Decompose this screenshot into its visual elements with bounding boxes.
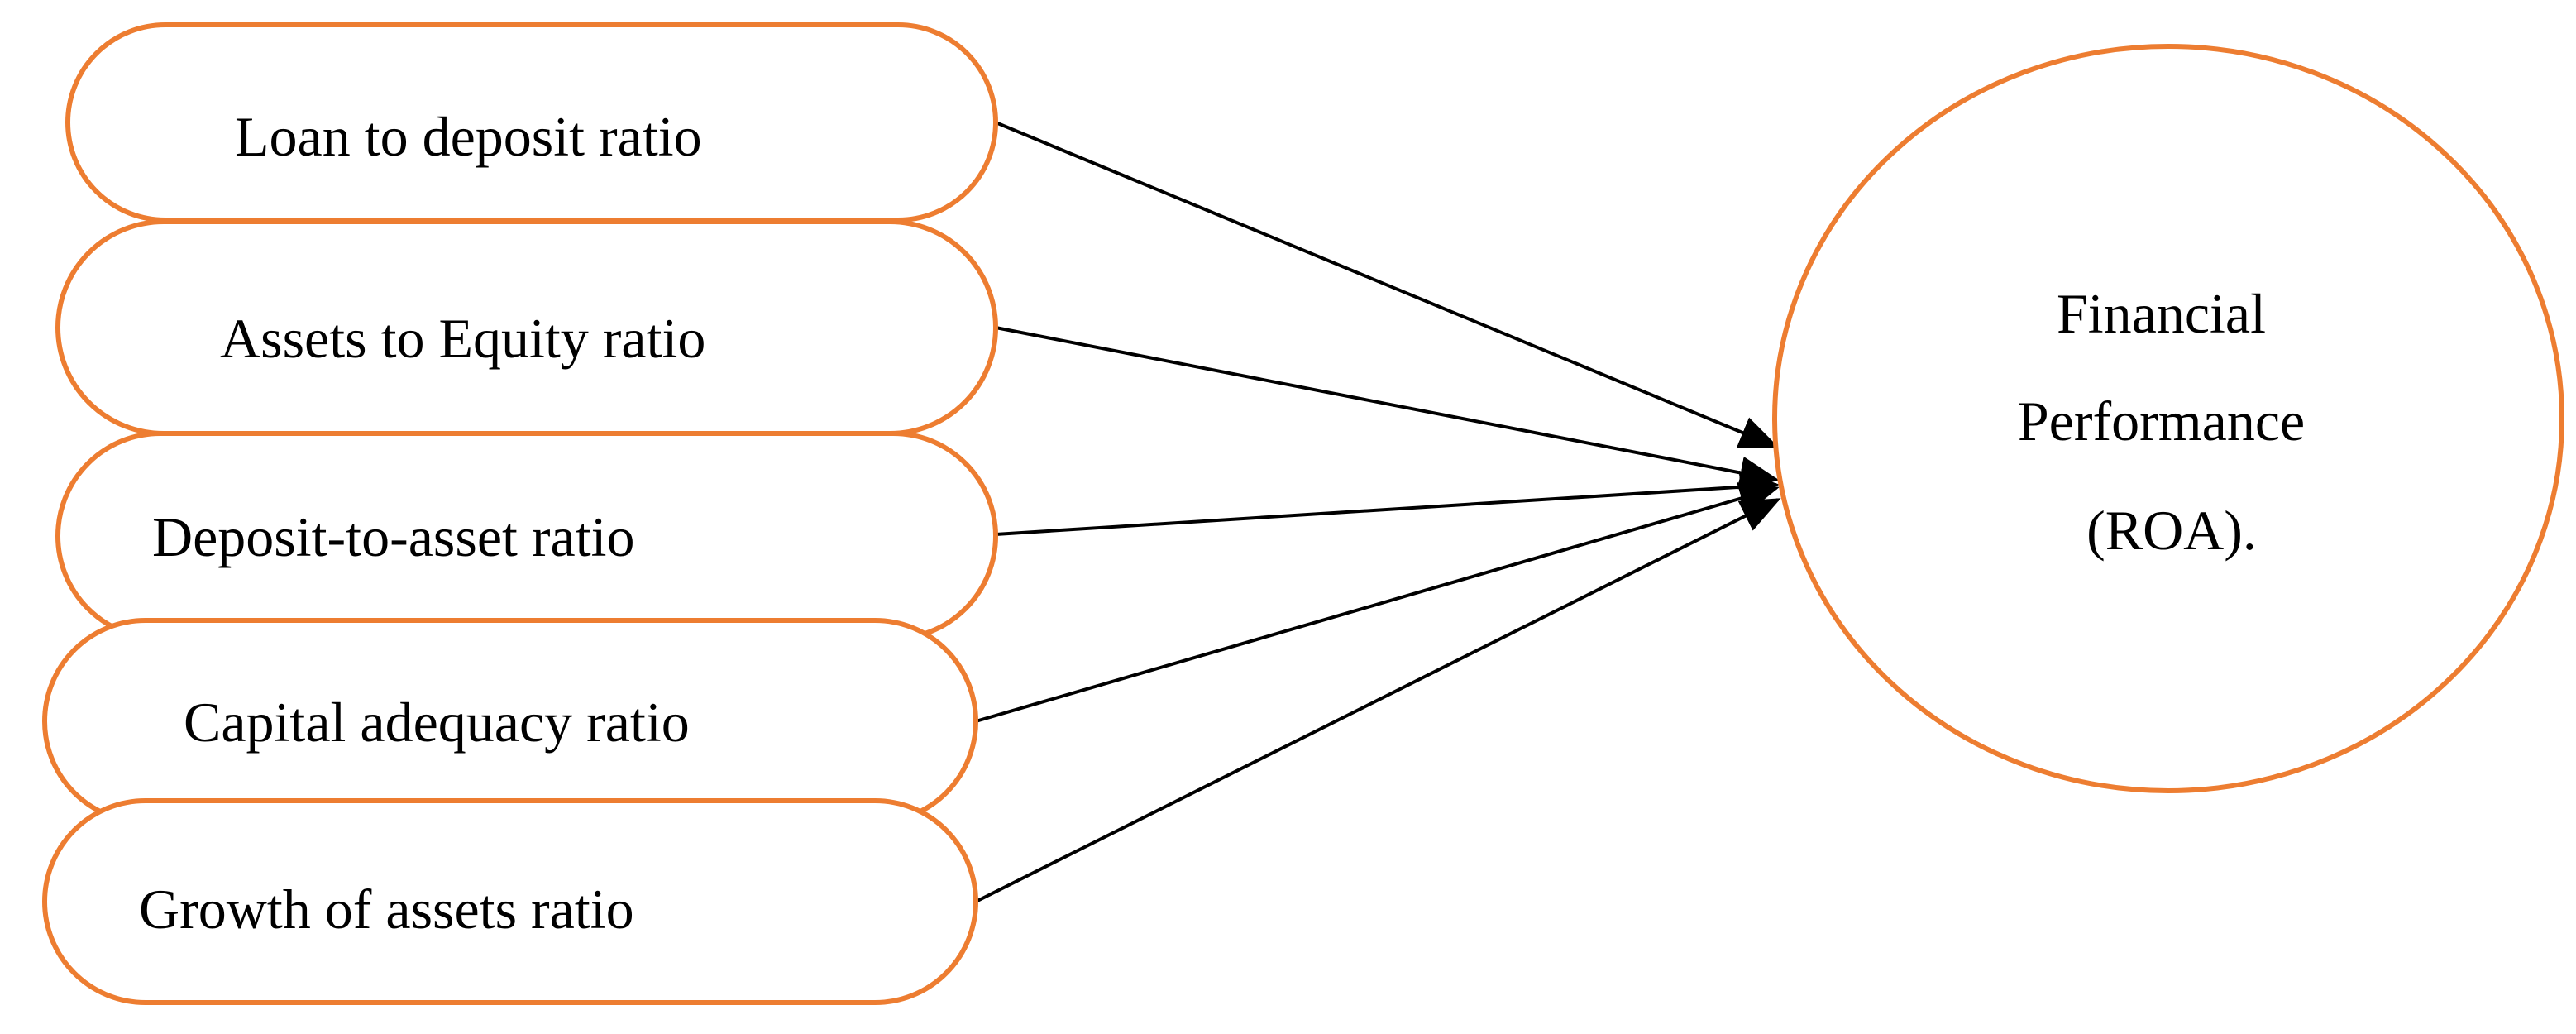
node-fp-label-line-3: (ROA). (2086, 499, 2257, 562)
node-deposit-to-asset-ratio: Deposit-to-asset ratio (55, 431, 998, 641)
edge-car-to-fp (975, 482, 1780, 723)
node-ldr-label: Loan to deposit ratio (235, 105, 702, 168)
node-financial-performance: Financial Performance (ROA). (1772, 44, 2564, 793)
node-aer-label: Assets to Equity ratio (220, 307, 705, 370)
edge-ldr-to-fp (995, 121, 1780, 448)
node-fp-shape (1772, 44, 2564, 793)
node-loan-to-deposit-ratio: Loan to deposit ratio (65, 22, 998, 223)
node-fp-label-line-2: Performance (2018, 390, 2305, 452)
node-fp-label: Financial Performance (ROA). (2018, 282, 2319, 562)
node-gar-label: Growth of assets ratio (139, 878, 634, 941)
node-car-label: Capital adequacy ratio (184, 691, 690, 754)
node-assets-to-equity-ratio: Assets to Equity ratio (55, 219, 998, 436)
node-fp-label-line-1: Financial (2057, 282, 2266, 345)
edge-aer-to-fp (995, 326, 1780, 490)
edge-dar-to-fp (995, 470, 1780, 536)
node-capital-adequacy-ratio: Capital adequacy ratio (42, 618, 978, 825)
node-growth-of-assets-ratio: Growth of assets ratio (42, 798, 978, 1005)
node-gar-shape (42, 798, 978, 1005)
edge-gar-to-fp (975, 498, 1781, 903)
edges-group (975, 121, 1781, 903)
node-dar-label: Deposit-to-asset ratio (152, 505, 635, 568)
